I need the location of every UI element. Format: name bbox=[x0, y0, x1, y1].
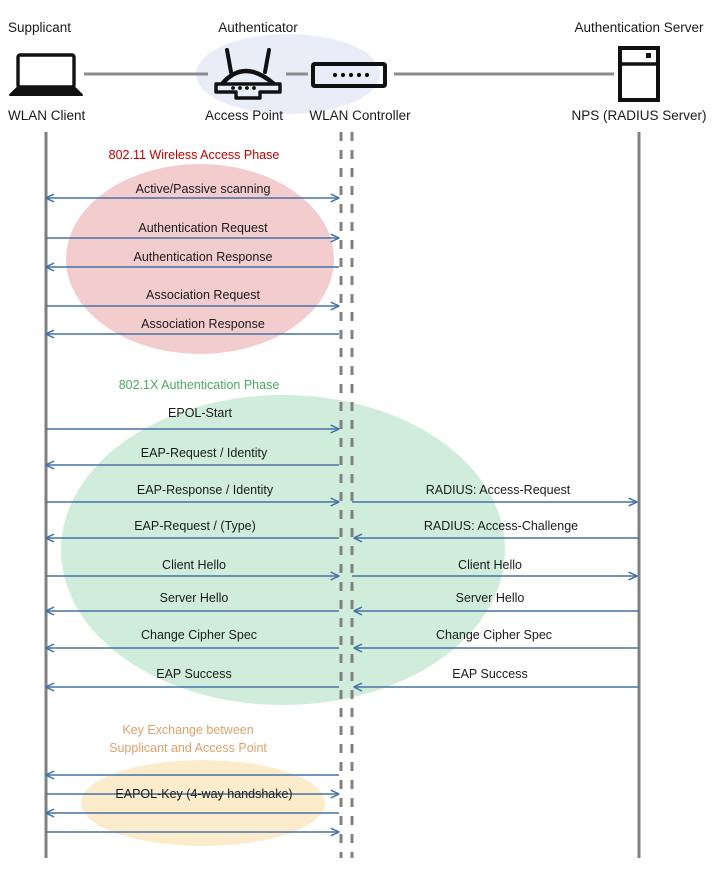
label-server-hello-right: Server Hello bbox=[455, 591, 525, 605]
label-client-hello-right: Client Hello bbox=[458, 558, 522, 572]
label-eap-success-right: EAP Success bbox=[452, 667, 528, 681]
label-association-response: Association Response bbox=[141, 317, 265, 331]
server-tower-icon bbox=[618, 46, 660, 102]
phase-title-wireless-access: 802.11 Wireless Access Phase bbox=[108, 148, 280, 162]
label-change-cipher-spec-right: Change Cipher Spec bbox=[435, 628, 553, 642]
laptop-icon bbox=[9, 53, 83, 96]
label-eap-response-identity: EAP-Response / Identity bbox=[136, 483, 274, 497]
wireless-access-point-icon bbox=[214, 48, 282, 100]
actor-device-wlan-controller: WLAN Controller bbox=[309, 108, 411, 123]
phase-title-key-exchange-line1: Key Exchange between bbox=[122, 723, 254, 737]
arrows-dot1x-right bbox=[352, 502, 639, 687]
phase-ellipse-dot1x bbox=[61, 395, 505, 705]
label-server-hello-left: Server Hello bbox=[159, 591, 229, 605]
label-radius-access-request: RADIUS: Access-Request bbox=[425, 483, 571, 497]
label-client-hello-left: Client Hello bbox=[162, 558, 226, 572]
phase-title-key-exchange-line2: Supplicant and Access Point bbox=[109, 741, 267, 755]
actor-role-authentication-server: Authentication Server bbox=[574, 20, 704, 35]
actor-device-access-point: Access Point bbox=[204, 108, 284, 123]
phase-ellipse-key-exchange bbox=[81, 760, 325, 846]
arrows-key-exchange bbox=[46, 775, 339, 832]
label-association-request: Association Request bbox=[146, 288, 260, 302]
label-authentication-request: Authentication Request bbox=[138, 221, 268, 235]
label-authentication-response: Authentication Response bbox=[133, 250, 273, 264]
actor-device-nps-radius-server: NPS (RADIUS Server) bbox=[571, 108, 707, 123]
label-eap-request-type: EAP-Request / (Type) bbox=[134, 519, 256, 533]
arrows-wireless-access-phase bbox=[46, 198, 339, 334]
label-eap-success-left: EAP Success bbox=[156, 667, 232, 681]
actor-role-authenticator: Authenticator bbox=[218, 20, 298, 35]
label-eapol-start: EPOL-Start bbox=[168, 406, 232, 420]
label-active-passive-scanning: Active/Passive scanning bbox=[135, 182, 271, 196]
actor-device-wlan-client: WLAN Client bbox=[8, 108, 86, 123]
label-eapol-key-handshake: EAPOL-Key (4-way handshake) bbox=[115, 787, 293, 801]
label-change-cipher-spec-left: Change Cipher Spec bbox=[140, 628, 258, 642]
actor-role-supplicant: Supplicant bbox=[8, 20, 72, 35]
network-switch-icon bbox=[311, 62, 387, 88]
phase-title-dot1x: 802.1X Authentication Phase bbox=[118, 378, 280, 392]
label-eap-request-identity: EAP-Request / Identity bbox=[140, 446, 268, 460]
label-radius-access-challenge: RADIUS: Access-Challenge bbox=[423, 519, 579, 533]
arrows-dot1x-left bbox=[46, 429, 339, 687]
